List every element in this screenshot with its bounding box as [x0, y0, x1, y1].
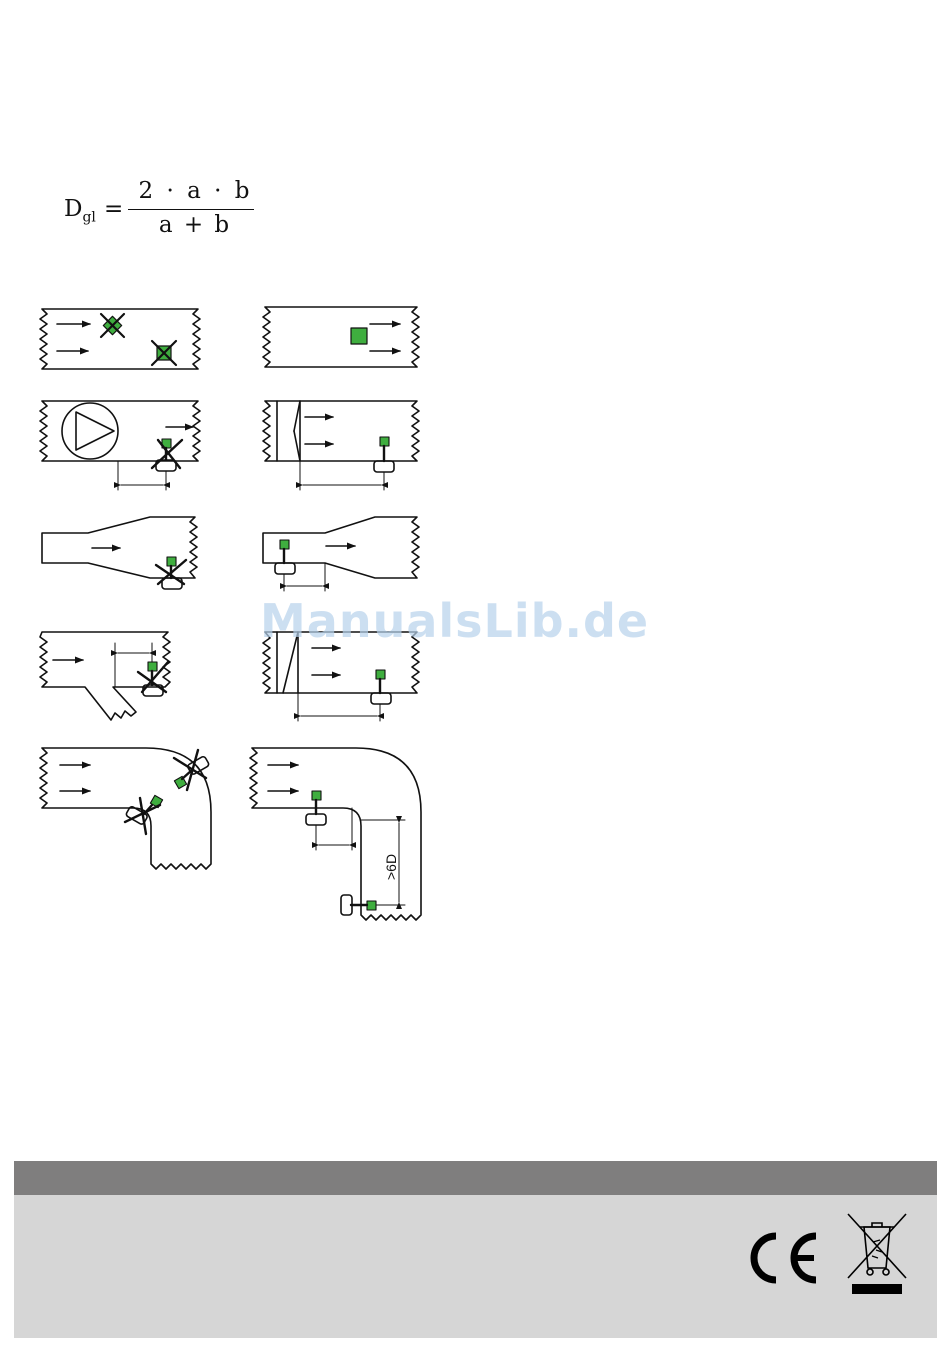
duct-2-left: [40, 401, 200, 490]
ce-mark-icon: [744, 1230, 822, 1286]
sensor-icon: [367, 901, 376, 910]
sensor-icon: [167, 557, 176, 566]
sensor-icon: [174, 776, 186, 788]
duct-2-right: [263, 401, 419, 490]
duct-1-left: [40, 309, 200, 369]
duct-5-right: [250, 748, 421, 920]
sensor-icon: [312, 791, 321, 800]
duct-3-right: [263, 517, 419, 591]
duct-formula: Dgl = 2 · a · b a + b: [64, 178, 264, 248]
sensor-icon: [376, 670, 385, 679]
sensor-icon: [148, 662, 157, 671]
dimension-label: >6D: [383, 854, 399, 880]
formula-equals: =: [104, 196, 123, 222]
fan-icon: [62, 403, 118, 459]
sensor-icon: [380, 437, 389, 446]
formula-denominator: a + b: [134, 212, 254, 238]
footer-bar: [14, 1161, 937, 1195]
watermark: ManualsLib.de: [260, 594, 680, 648]
duct-3-left: [42, 517, 197, 589]
formula-lhs: Dgl: [64, 196, 96, 226]
duct-5-left: [40, 748, 211, 869]
duct-4-left: [40, 632, 170, 720]
duct-1-right: [263, 307, 419, 367]
sensor-icon: [351, 328, 367, 344]
weee-bin-icon: [846, 1212, 908, 1296]
formula-numerator: 2 · a · b: [134, 178, 254, 204]
sensor-icon: [280, 540, 289, 549]
formula-subscript: gl: [82, 210, 95, 226]
formula-d: D: [64, 196, 82, 222]
fraction-bar: [128, 209, 254, 210]
